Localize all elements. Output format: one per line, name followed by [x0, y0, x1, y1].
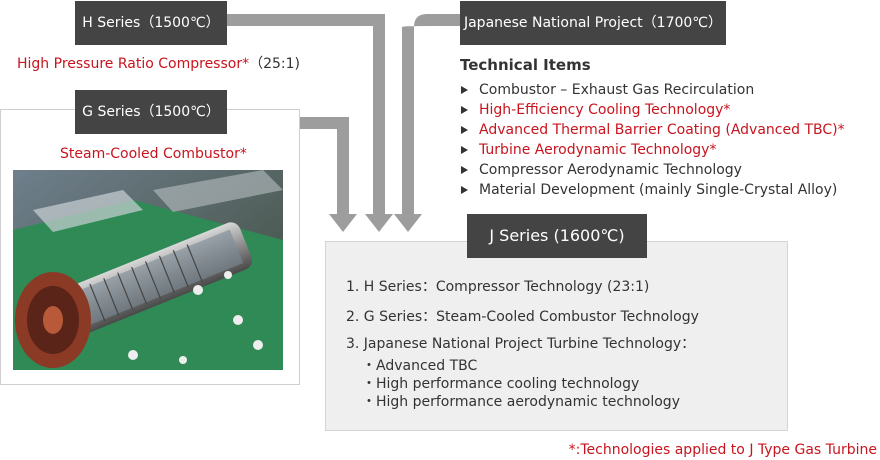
h-series-feature: High Pressure Ratio Compressor*（25:1): [17, 54, 300, 74]
j-series-label: J Series (1600℃): [467, 214, 647, 258]
j-series-points: 1. H Series：Compressor Technology (23:1)…: [346, 277, 699, 411]
technical-items-list: Combustor – Exhaust Gas Recirculation Hi…: [460, 80, 845, 200]
h-series-feature-ratio: （25:1): [249, 56, 300, 72]
arrow-g-series: [300, 117, 357, 232]
j-series-point: 2. G Series：Steam-Cooled Combustor Techn…: [346, 309, 699, 325]
g-series-label: G Series（1500℃）: [75, 90, 227, 134]
technical-item: Turbine Aerodynamic Technology*: [460, 140, 845, 160]
gas-turbine-cutaway-image: [13, 170, 283, 370]
arrow-national-project: [394, 14, 460, 232]
national-project-label: Japanese National Project（1700℃）: [460, 1, 726, 45]
footnote: *:Technologies applied to J Type Gas Tur…: [568, 442, 877, 458]
j-series-point: 1. H Series：Compressor Technology (23:1): [346, 279, 650, 295]
h-series-feature-text: High Pressure Ratio Compressor*: [17, 56, 250, 72]
j-series-sub-point: Advanced TBC: [358, 357, 699, 375]
technical-item: Material Development (mainly Single-Crys…: [460, 180, 845, 200]
technical-item: Advanced Thermal Barrier Coating (Advanc…: [460, 120, 845, 140]
technical-item: High-Efficiency Cooling Technology*: [460, 100, 845, 120]
technical-item: Compressor Aerodynamic Technology: [460, 160, 845, 180]
technical-items-heading: Technical Items: [460, 56, 591, 74]
h-series-label: H Series（1500℃）: [75, 1, 227, 45]
arrow-h-series: [226, 14, 393, 232]
g-series-feature: Steam-Cooled Combustor*: [60, 146, 247, 162]
j-series-sub-points: Advanced TBC High performance cooling te…: [346, 357, 699, 411]
j-series-point: 3. Japanese National Project Turbine Tec…: [346, 336, 696, 352]
j-series-sub-point: High performance cooling technology: [358, 375, 699, 393]
technical-item: Combustor – Exhaust Gas Recirculation: [460, 80, 845, 100]
j-series-sub-point: High performance aerodynamic technology: [358, 393, 699, 411]
